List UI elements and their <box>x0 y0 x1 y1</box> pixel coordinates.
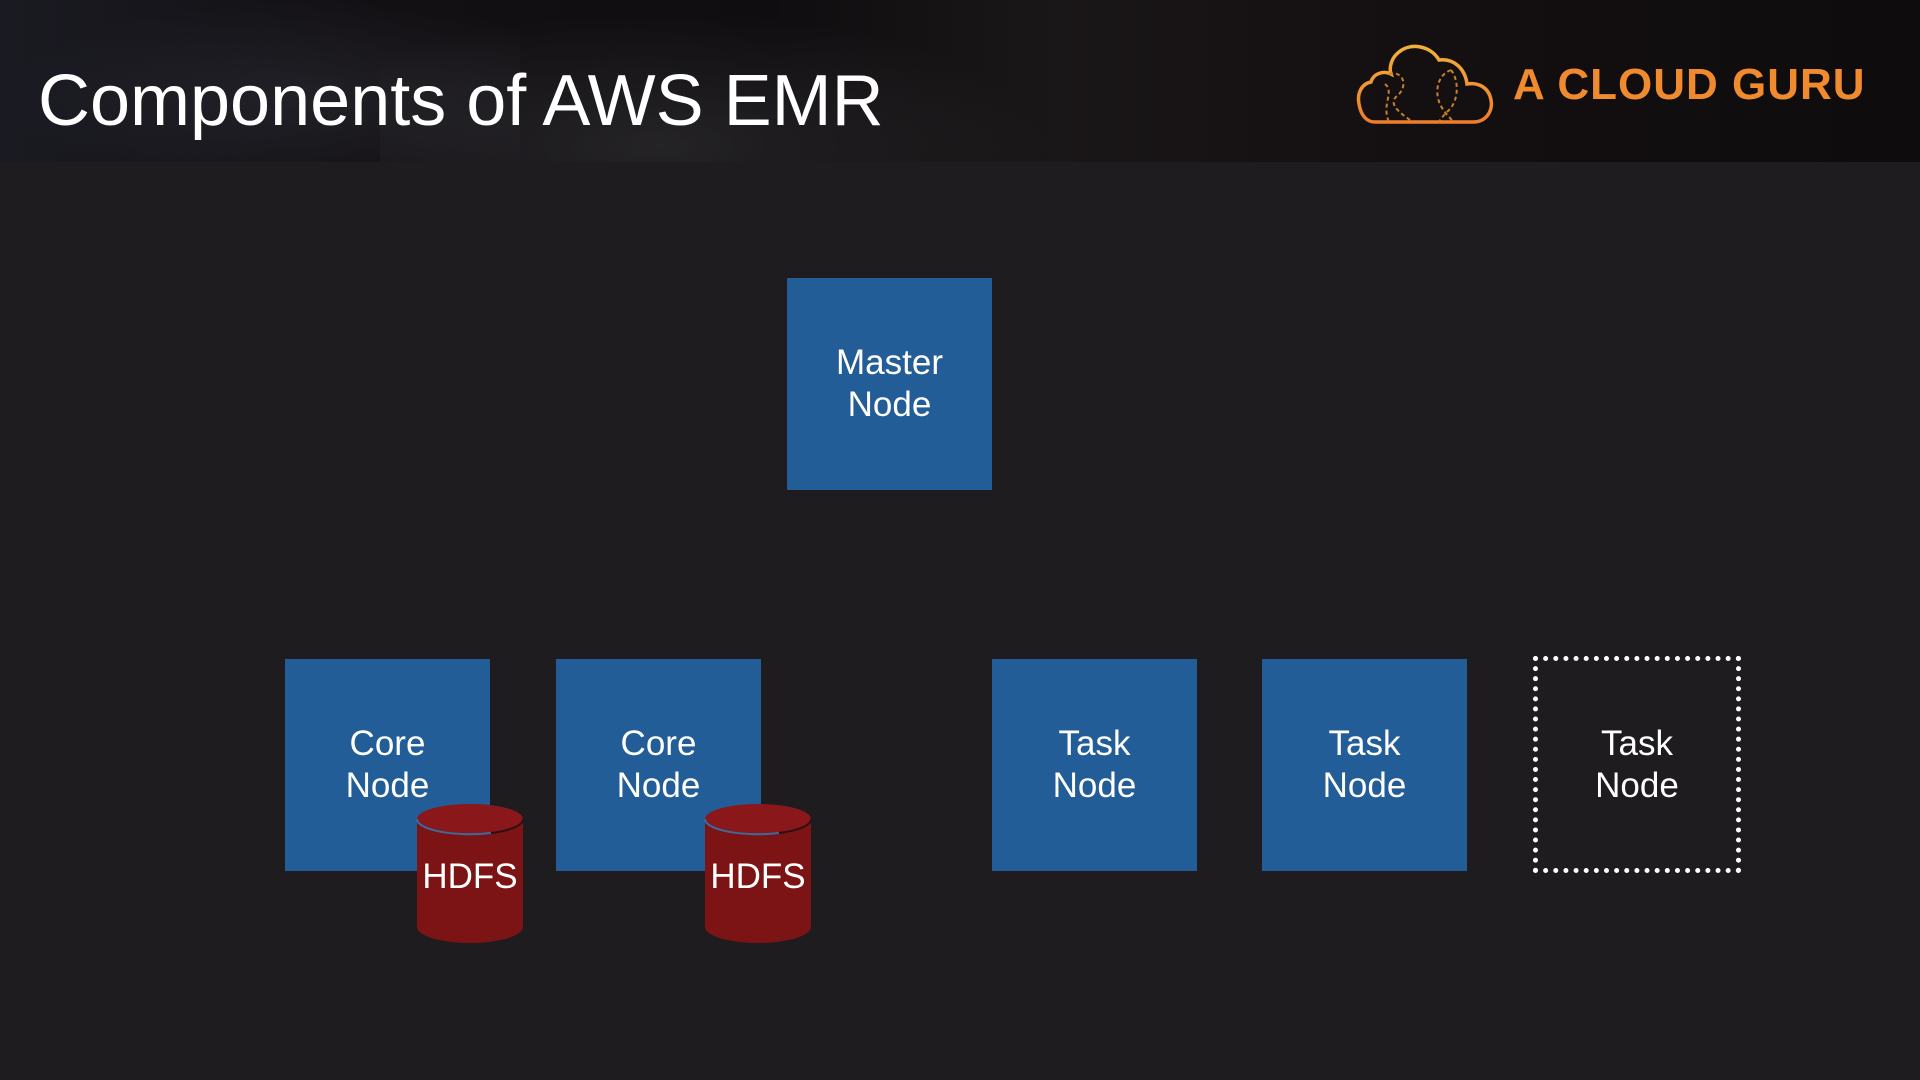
master-node: Master Node <box>787 278 992 490</box>
task-node: Task Node <box>992 659 1197 871</box>
hdfs-label: HDFS <box>710 857 806 896</box>
node-label: Task <box>1601 723 1673 763</box>
node-label: Node <box>345 766 430 805</box>
database-cylinder-icon <box>416 804 524 943</box>
hdfs-storage: HDFS <box>416 803 524 944</box>
node-label: Task <box>1328 724 1401 763</box>
background-blur <box>0 0 520 162</box>
node-label: Node <box>1595 765 1679 805</box>
node-label: Node <box>1052 766 1137 805</box>
brand-logo: A CLOUD GURU <box>1355 40 1866 130</box>
slide-title: Components of AWS EMR <box>38 61 884 141</box>
background-blur <box>380 0 1080 162</box>
title-bar: Components of AWS EMR A CLOUD GURU <box>0 0 1920 162</box>
hdfs-label: HDFS <box>422 857 518 896</box>
hdfs-storage: HDFS <box>704 803 812 944</box>
node-label: Task <box>1058 724 1131 763</box>
task-node: Task Node <box>1262 659 1467 871</box>
optional-task-node: Task Node <box>1533 656 1741 873</box>
node-label: Node <box>616 766 701 805</box>
brand-name: A CLOUD GURU <box>1513 60 1866 109</box>
node-label: Node <box>847 385 932 424</box>
node-label: Master <box>836 343 943 382</box>
node-label: Core <box>620 724 697 763</box>
node-label: Core <box>349 724 426 763</box>
database-cylinder-icon <box>704 804 812 943</box>
cloud-logo-icon <box>1356 44 1494 124</box>
node-label: Node <box>1322 766 1407 805</box>
